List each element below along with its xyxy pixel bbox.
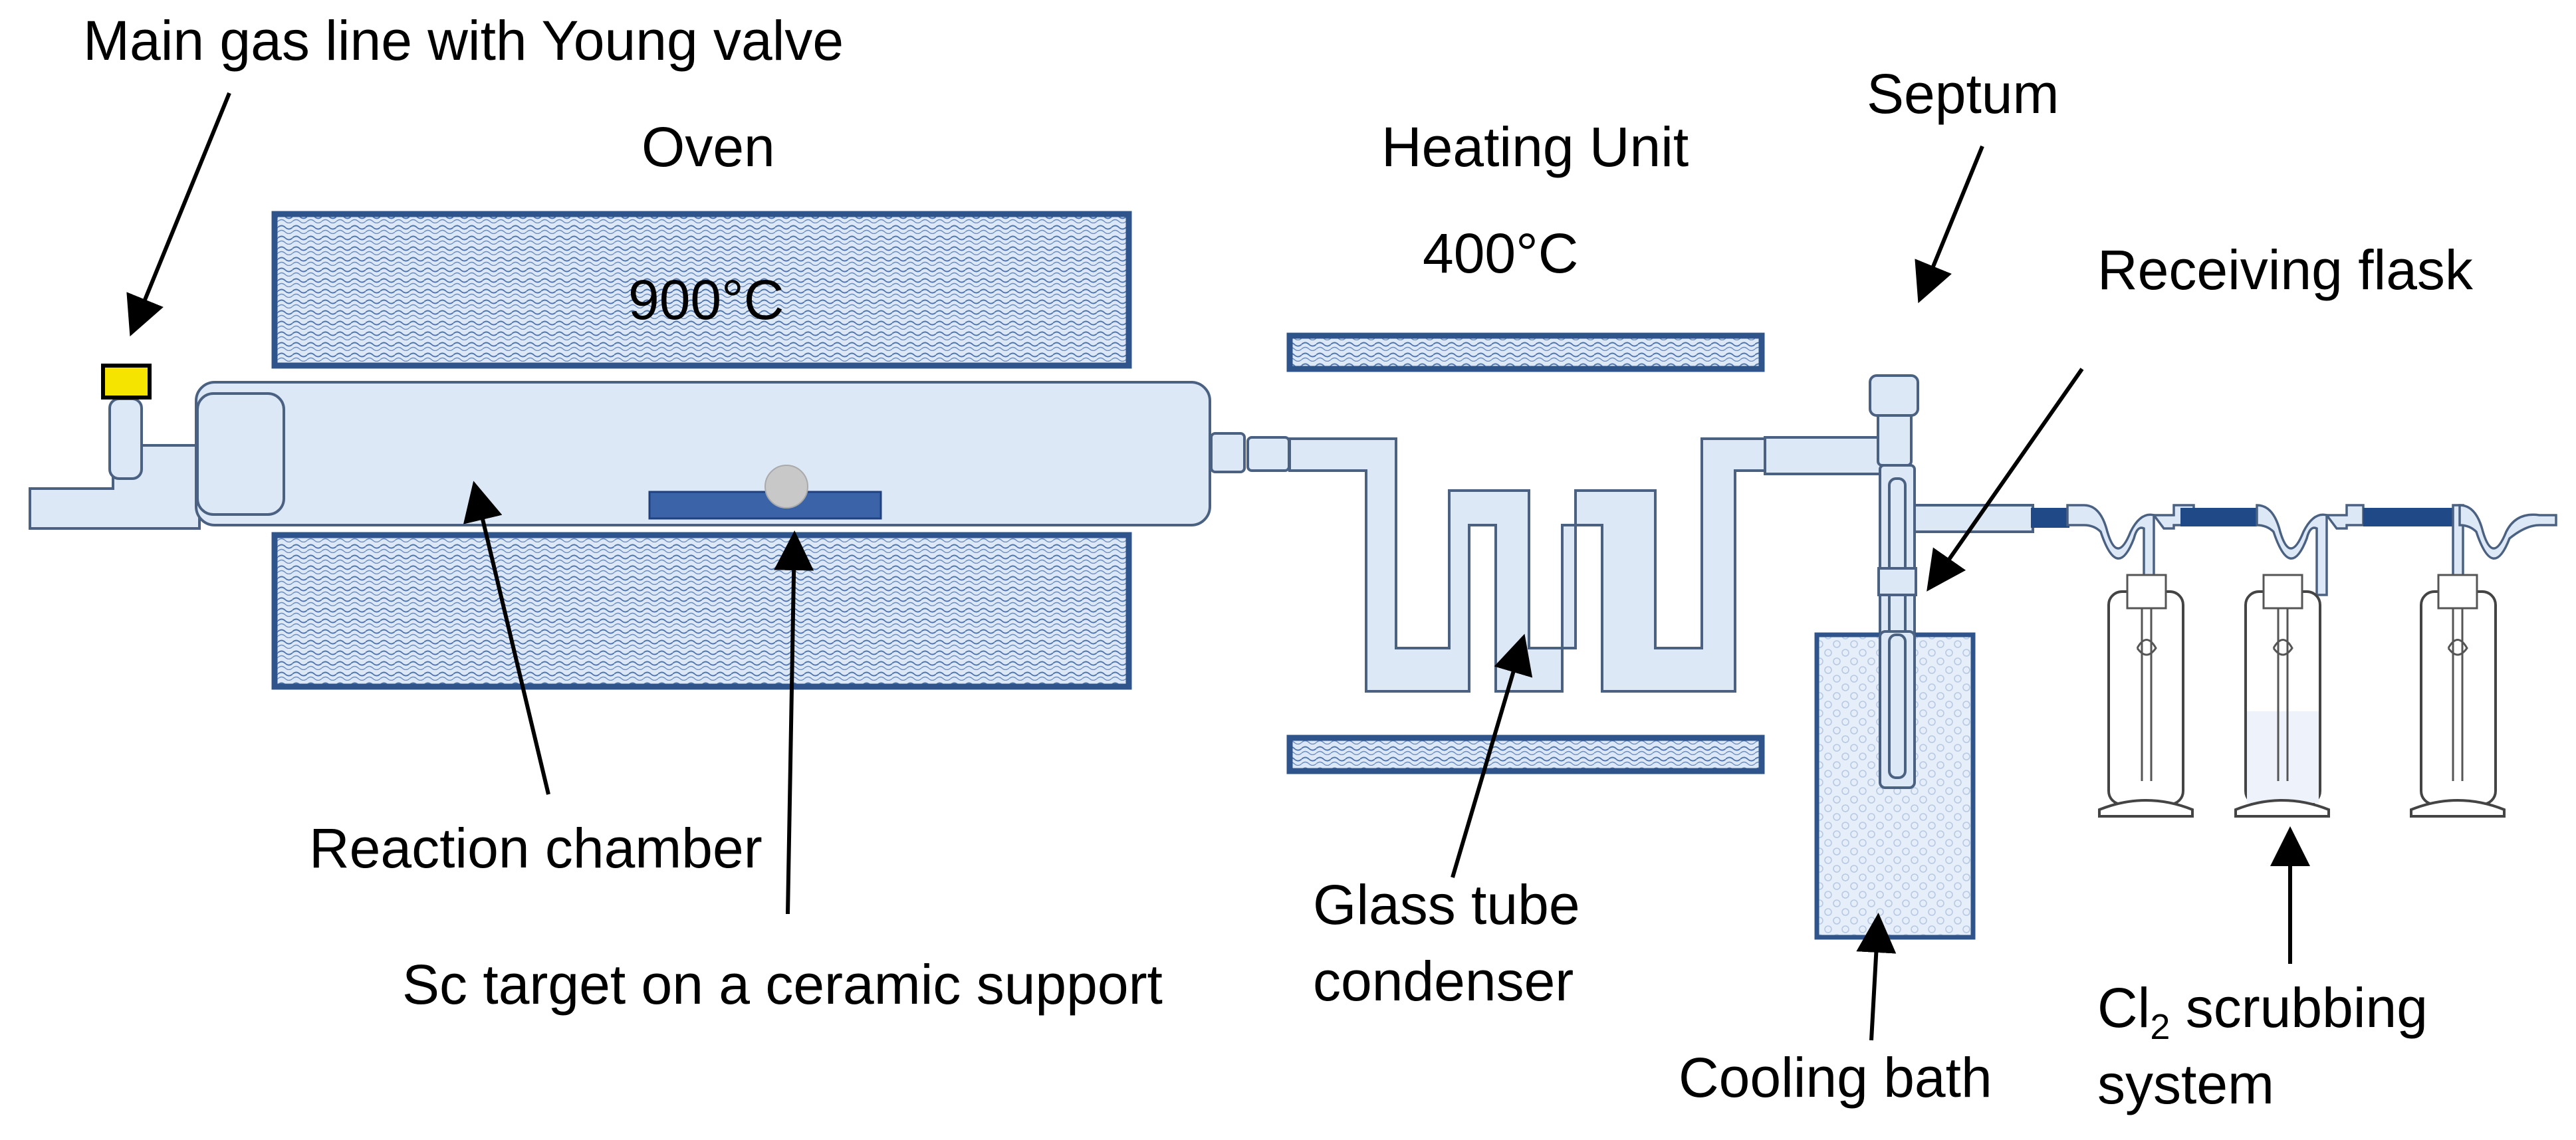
label-cooling-bath: Cooling bath: [1679, 1046, 1992, 1109]
label-main-gas-line: Main gas line with Young valve: [83, 9, 844, 72]
arrow-main-gas-line: [126, 92, 231, 337]
ceramic-support: [648, 491, 882, 520]
tube-connector: [2031, 508, 2069, 528]
label-scrubbing-rest: scrubbing: [2170, 976, 2428, 1039]
label-septum: Septum: [1867, 62, 2059, 125]
label-scrubbing-subscript: 2: [2150, 1007, 2170, 1047]
label-oven: Oven: [642, 116, 775, 178]
arrow-sc-target: [774, 530, 814, 915]
label-heating-temp: 400°C: [1423, 222, 1578, 285]
heating-unit-bottom-plate: [1286, 735, 1765, 774]
label-scrubbing-line2: system: [2097, 1053, 2274, 1115]
arrow-receiving-flask: [1927, 368, 2084, 592]
scrubbing-bottle-1: [2066, 504, 2195, 818]
label-scrubbing-cl: Cl: [2097, 976, 2150, 1039]
reaction-chamber-tube: [195, 381, 1290, 526]
glass-tube-condenser: [1288, 437, 1776, 693]
label-oven-temp: 900°C: [628, 269, 784, 331]
sc-target: [764, 465, 808, 509]
tube-connector-3: [2363, 508, 2456, 526]
main-gas-line: [29, 364, 201, 530]
arrow-condenser: [1451, 633, 1533, 878]
arrow-reaction-chamber: [463, 481, 550, 795]
label-heating-unit: Heating Unit: [1381, 116, 1689, 178]
label-condenser-line1: Glass tube: [1313, 873, 1580, 936]
label-condenser-line2: condenser: [1313, 950, 1574, 1012]
young-valve-icon: [101, 364, 152, 399]
label-reaction-chamber: Reaction chamber: [309, 817, 762, 879]
scrubbing-bottle-3: [2410, 504, 2557, 818]
scrubbing-bottle-2: [2234, 504, 2365, 818]
label-scrubbing: Cl2 scrubbing: [2097, 976, 2428, 1047]
oven-bottom-heater: [271, 532, 1132, 690]
label-receiving-flask: Receiving flask: [2097, 239, 2474, 301]
oven-top-heater: [271, 211, 1132, 369]
septum-cap: [1869, 374, 1919, 417]
label-sc-target: Sc target on a ceramic support: [402, 953, 1163, 1016]
arrow-septum: [1915, 145, 1984, 304]
arrow-cooling-bath: [1856, 913, 1897, 1041]
heating-unit-top-plate: [1286, 332, 1765, 372]
tube-connector-2: [2180, 508, 2257, 526]
